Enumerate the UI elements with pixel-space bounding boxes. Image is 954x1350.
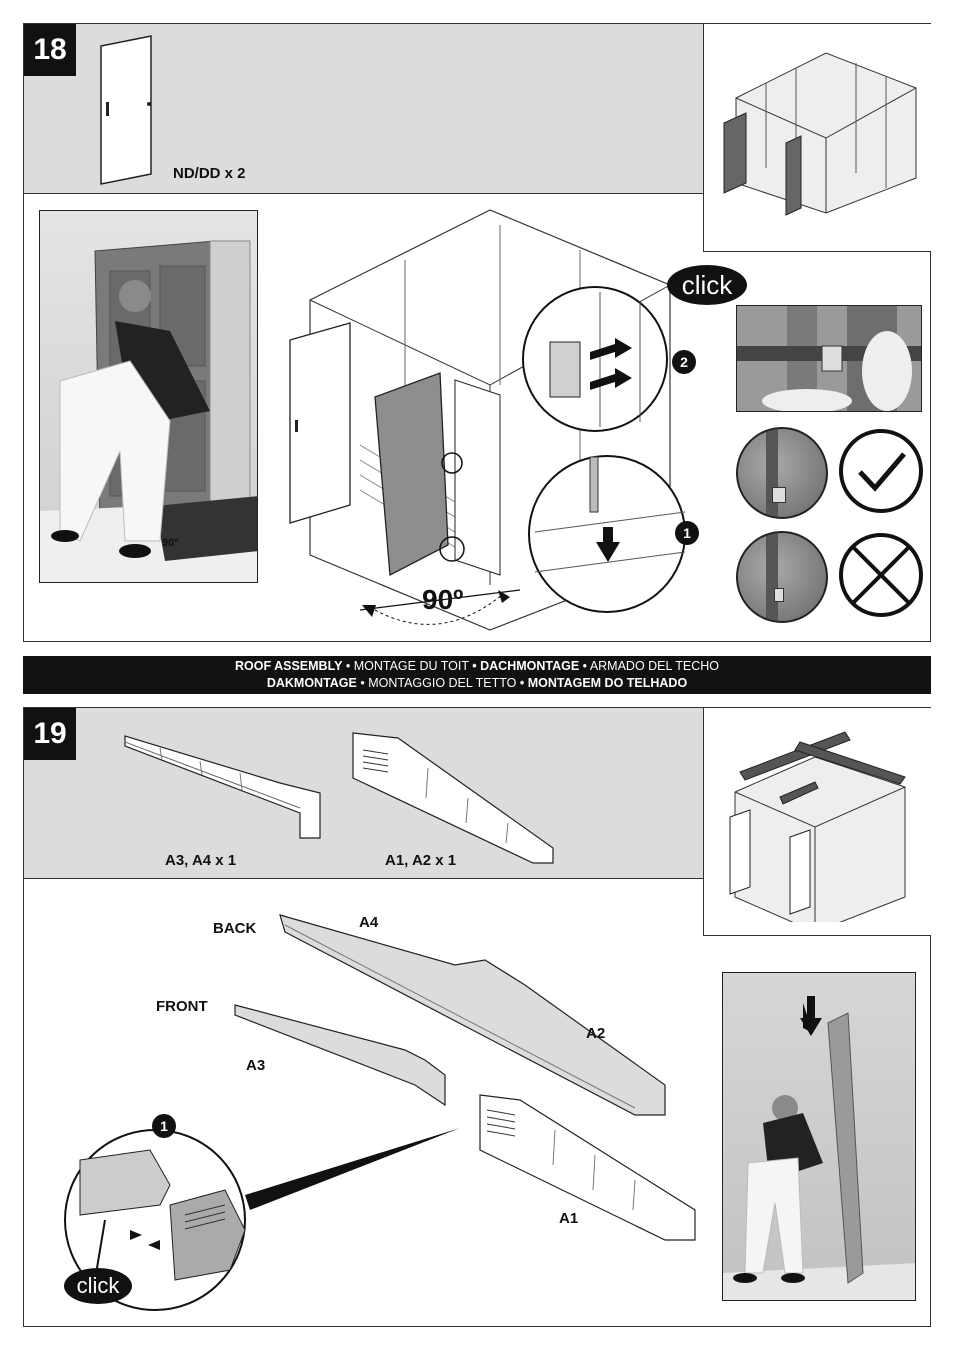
- step-18-frame: [23, 23, 931, 642]
- callout-1-step18: 1: [675, 521, 699, 545]
- part-a3a4-label: A3, A4 x 1: [165, 852, 237, 869]
- angle-90-label: 90º: [422, 584, 464, 615]
- part-a1a2-label: A1, A2 x 1: [385, 852, 457, 869]
- checkmark-icon: [839, 429, 923, 513]
- shed-overview-illustration: [723, 52, 917, 216]
- banner-l1-seg0: ROOF ASSEMBLY: [234, 659, 343, 673]
- step-19-frame: [23, 707, 931, 1327]
- a2-label: A2: [586, 1025, 606, 1042]
- rafter-a1a2-part-illustration: [352, 732, 554, 864]
- step-19-number: 19: [24, 708, 76, 760]
- photo-angle-label: 90º: [162, 537, 179, 549]
- banner-l2-seg1: • MONTAGGIO DEL TETTO: [356, 676, 520, 690]
- a3-label: A3: [246, 1057, 266, 1074]
- callout-1-step19: 1: [152, 1114, 176, 1138]
- banner-l2-seg0: DAKMONTAGE: [266, 676, 357, 690]
- door-panel-part-label: ND/DD x 2: [173, 165, 246, 182]
- banner-l1-seg1: • MONTAGE DU TOIT: [342, 659, 473, 673]
- door-panel-part-illustration: [100, 35, 152, 185]
- incorrect-example-photo: [736, 531, 828, 623]
- click-bubble-step18: click: [667, 265, 747, 305]
- photo-lifting-rafter: [722, 972, 916, 1301]
- click-bubble-step19: click: [64, 1268, 132, 1304]
- correct-example-photo: [736, 427, 828, 519]
- zoom-pin-detail: [528, 455, 686, 613]
- arrow-down-icon: [800, 996, 822, 1036]
- rafter-a3a4-part-illustration: [124, 735, 321, 839]
- banner-l1-seg2: • DACHMONTAGE: [472, 659, 580, 673]
- back-label: BACK: [213, 920, 257, 937]
- cross-icon: [839, 533, 923, 617]
- a4-label: A4: [359, 914, 379, 931]
- a1-label: A1: [559, 1210, 579, 1227]
- roof-rafter-assembly-illustration: [234, 914, 696, 1241]
- roof-overview-illustration: [729, 731, 906, 922]
- banner-line-1: ROOF ASSEMBLY • MONTAGE DU TOIT • DACHMO…: [23, 658, 931, 675]
- photo-hinge-click: [736, 305, 922, 412]
- roof-assembly-banner: ROOF ASSEMBLY • MONTAGE DU TOIT • DACHMO…: [23, 656, 931, 694]
- front-label: FRONT: [156, 998, 208, 1015]
- banner-l2-seg2: • MONTAGEM DO TELHADO: [519, 676, 688, 690]
- banner-l1-seg3: • ARMADO DEL TECHO: [579, 659, 720, 673]
- callout-2-step18: 2: [672, 350, 696, 374]
- step-18-number: 18: [24, 24, 76, 76]
- zoom-hinge-detail: [522, 286, 668, 432]
- photo-installing-door: 90º: [39, 210, 258, 583]
- banner-line-2: DAKMONTAGE • MONTAGGIO DEL TETTO • MONTA…: [23, 675, 931, 692]
- zoom-connection-detail: [64, 1128, 460, 1311]
